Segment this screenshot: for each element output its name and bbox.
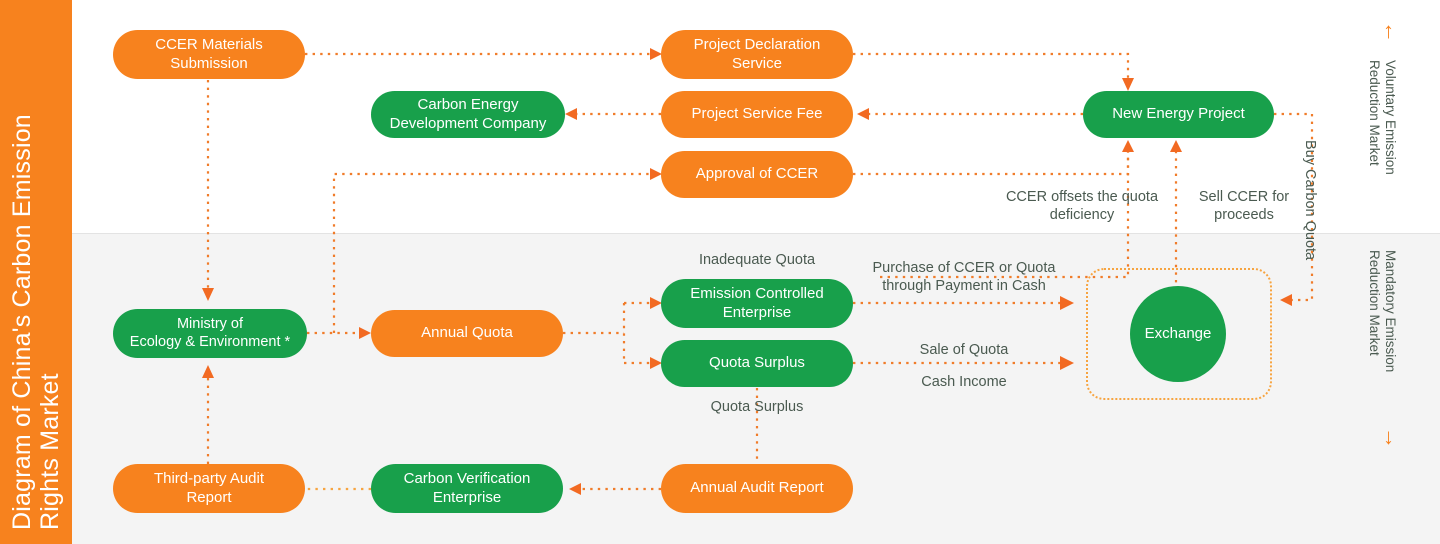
node-exchange[interactable]: Exchange bbox=[1130, 286, 1226, 382]
node-annual-quota[interactable]: Annual Quota bbox=[371, 310, 563, 357]
node-carbon-energy-development-company[interactable]: Carbon Energy Development Company bbox=[371, 91, 565, 138]
exchange-frame bbox=[1086, 268, 1272, 400]
node-project-declaration-service[interactable]: Project Declaration Service bbox=[661, 30, 853, 79]
node-third-party-audit-report[interactable]: Third-party Audit Report bbox=[113, 464, 305, 513]
label-ccer-offsets-quota-deficiency: CCER offsets the quota deficiency bbox=[1005, 189, 1159, 224]
node-quota-surplus[interactable]: Quota Surplus bbox=[661, 340, 853, 387]
node-new-energy-project[interactable]: New Energy Project bbox=[1083, 91, 1274, 138]
label-sale-of-quota: Sale of Quota bbox=[919, 342, 1009, 358]
label-cash-income: Cash Income bbox=[921, 374, 1007, 390]
label-quota-surplus-flow: Quota Surplus bbox=[710, 399, 804, 415]
node-carbon-verification-enterprise[interactable]: Carbon Verification Enterprise bbox=[371, 464, 563, 513]
down-arrow-icon: ↓ bbox=[1383, 424, 1394, 449]
label-inadequate-quota: Inadequate Quota bbox=[698, 252, 816, 268]
node-emission-controlled-enterprise[interactable]: Emission Controlled Enterprise bbox=[661, 279, 853, 328]
label-mandatory-emission-reduction-market: Mandatory Emission Reduction Market bbox=[1367, 250, 1398, 373]
title-rail: Diagram of China's Carbon Emission Right… bbox=[0, 0, 72, 544]
page-title: Diagram of China's Carbon Emission Right… bbox=[8, 114, 64, 530]
label-sell-ccer-for-proceeds: Sell CCER for proceeds bbox=[1198, 189, 1290, 224]
node-ccer-materials-submission[interactable]: CCER Materials Submission bbox=[113, 30, 305, 79]
label-buy-carbon-quota: Buy Carbon Quota bbox=[1302, 140, 1318, 261]
up-arrow-icon: ↑ bbox=[1383, 18, 1394, 43]
node-annual-audit-report[interactable]: Annual Audit Report bbox=[661, 464, 853, 513]
node-project-service-fee[interactable]: Project Service Fee bbox=[661, 91, 853, 138]
node-approval-of-ccer[interactable]: Approval of CCER bbox=[661, 151, 853, 198]
label-purchase-ccer-or-quota: Purchase of CCER or Quota through Paymen… bbox=[872, 260, 1056, 295]
node-ministry-of-ecology[interactable]: Ministry of Ecology & Environment * bbox=[113, 309, 307, 358]
label-voluntary-emission-reduction-market: Voluntary Emission Reduction Market bbox=[1367, 60, 1398, 175]
band-divider bbox=[72, 233, 1440, 234]
